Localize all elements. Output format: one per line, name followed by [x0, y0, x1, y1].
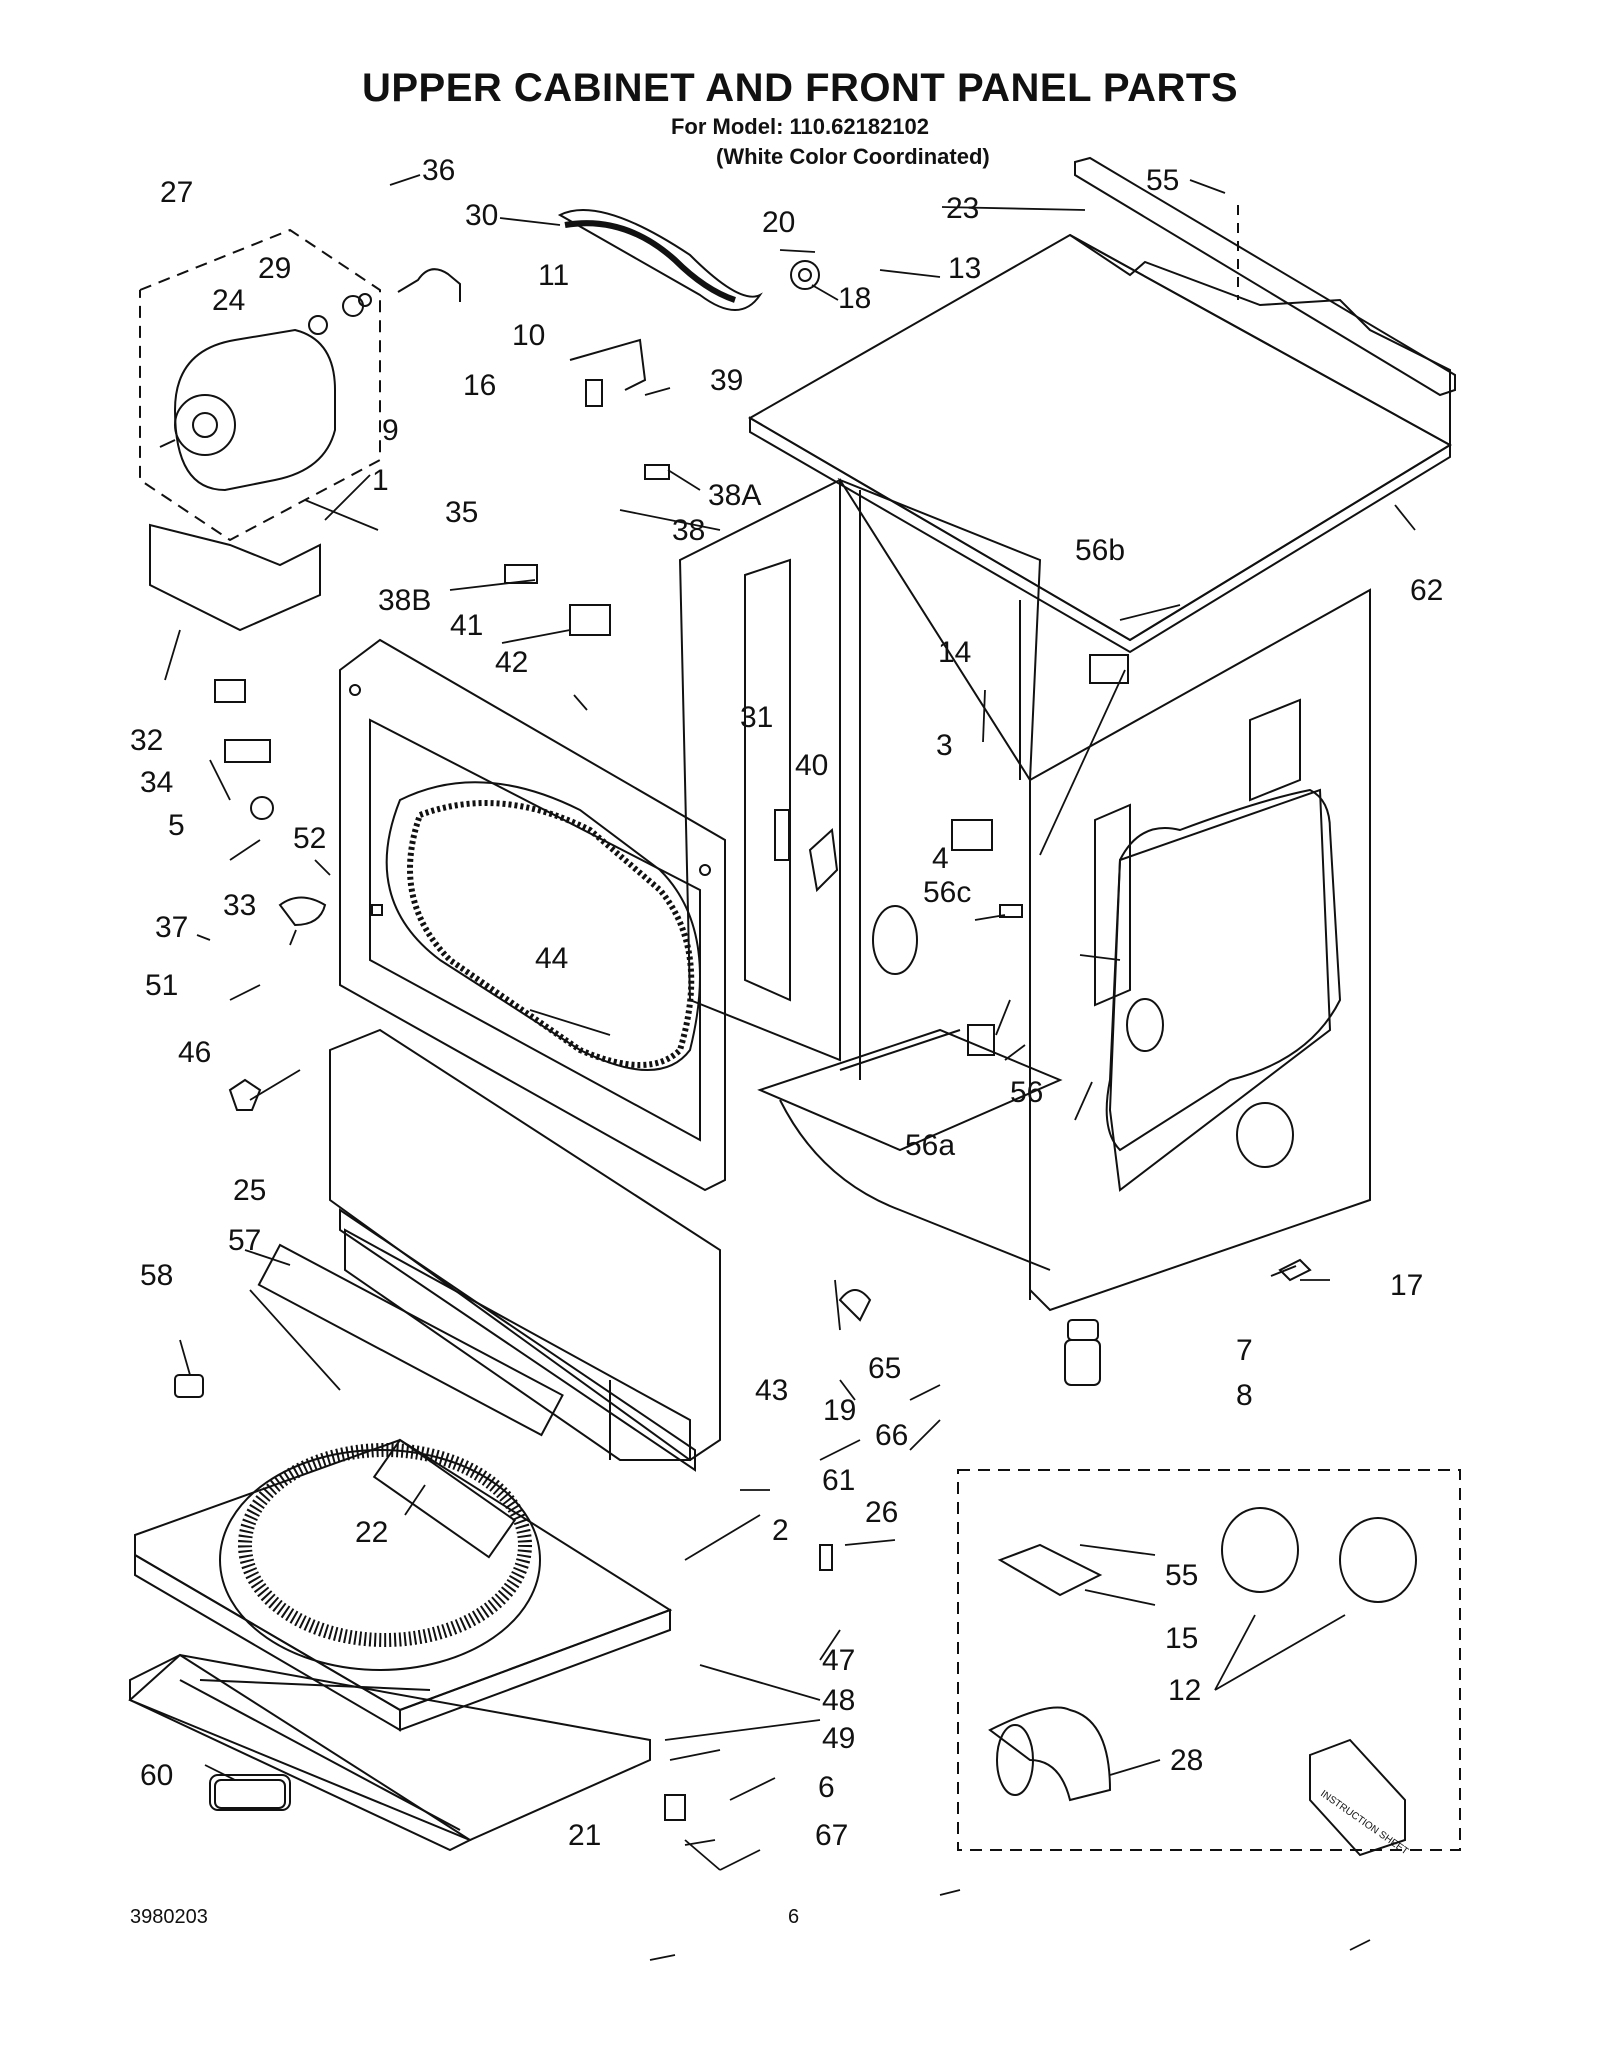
label-56a: 56a — [905, 1129, 955, 1162]
small-parts — [149, 209, 1312, 1821]
label-67: 67 — [815, 1819, 848, 1852]
label-34: 34 — [140, 766, 173, 799]
label-61: 61 — [822, 1464, 855, 1497]
label-23: 23 — [946, 192, 979, 225]
color-note: (White Color Coordinated) — [716, 144, 990, 169]
label-8: 8 — [1236, 1379, 1253, 1412]
label-56: 56 — [1010, 1076, 1043, 1109]
label-37: 37 — [155, 911, 188, 944]
label-32: 32 — [130, 724, 163, 757]
label-1: 1 — [372, 464, 389, 497]
label-25: 25 — [233, 1174, 266, 1207]
label-48: 48 — [822, 1684, 855, 1717]
accessory-kit-box: INSTRUCTION SHEET — [957, 1469, 1461, 1857]
label-35: 35 — [445, 496, 478, 529]
model-number: For Model: 110.62182102 — [670, 114, 930, 139]
label-21: 21 — [568, 1819, 601, 1852]
label-2: 2 — [772, 1514, 789, 1547]
label-57: 57 — [228, 1224, 261, 1257]
page-number: 6 — [788, 1906, 800, 1928]
label-9: 9 — [382, 414, 399, 447]
label-47: 47 — [822, 1644, 855, 1677]
label-18: 18 — [838, 282, 871, 315]
label-62: 62 — [1410, 574, 1443, 607]
label-30: 30 — [465, 199, 498, 232]
page-title: UPPER CABINET AND FRONT PANEL PARTS — [361, 66, 1239, 110]
label-41: 41 — [450, 609, 483, 642]
label-17: 17 — [1390, 1269, 1423, 1302]
label-4: 4 — [932, 842, 949, 875]
label-16: 16 — [463, 369, 496, 402]
document-number: 3980203 — [130, 1906, 208, 1928]
label-46: 46 — [178, 1036, 211, 1069]
label-58: 58 — [140, 1259, 173, 1292]
label-26: 26 — [865, 1496, 898, 1529]
top-panel — [748, 156, 1456, 654]
label-19: 19 — [823, 1394, 856, 1427]
label-51: 51 — [145, 969, 178, 1002]
label-28: 28 — [1170, 1744, 1203, 1777]
label-36: 36 — [422, 154, 455, 187]
label-24: 24 — [212, 284, 245, 317]
label-39: 39 — [710, 364, 743, 397]
label-38: 38 — [672, 514, 705, 547]
label-52: 52 — [293, 822, 326, 855]
label-27: 27 — [160, 176, 193, 209]
base-panel — [128, 1438, 673, 1852]
lower-front-panel — [329, 1028, 721, 1472]
label-38A: 38A — [708, 479, 761, 512]
label-22: 22 — [355, 1516, 388, 1549]
label-12: 12 — [1168, 1674, 1201, 1707]
label-7: 7 — [1236, 1334, 1253, 1367]
label-55-kit: 55 — [1165, 1559, 1198, 1592]
label-33: 33 — [223, 889, 256, 922]
label-56b: 56b — [1075, 534, 1125, 567]
label-55-top: 55 — [1146, 164, 1179, 197]
label-31: 31 — [740, 701, 773, 734]
cabinet — [678, 477, 1371, 1386]
label-49: 49 — [822, 1722, 855, 1755]
motor-assembly-group — [139, 228, 461, 542]
label-11: 11 — [538, 259, 569, 292]
label-29: 29 — [258, 252, 291, 285]
label-56c: 56c — [923, 876, 971, 909]
part-labels: 36 27 30 29 24 11 10 16 9 39 20 18 13 23… — [130, 154, 1443, 1852]
label-65: 65 — [868, 1352, 901, 1385]
leader-lines — [164, 174, 1416, 1961]
label-42: 42 — [495, 646, 528, 679]
label-15: 15 — [1165, 1622, 1198, 1655]
label-20: 20 — [762, 206, 795, 239]
label-5: 5 — [168, 809, 185, 842]
front-panel — [339, 638, 726, 1192]
label-14: 14 — [938, 636, 971, 669]
label-3: 3 — [936, 729, 953, 762]
label-10: 10 — [512, 319, 545, 352]
label-13: 13 — [948, 252, 981, 285]
label-6: 6 — [818, 1771, 835, 1804]
label-40: 40 — [795, 749, 828, 782]
label-44: 44 — [535, 942, 568, 975]
label-60: 60 — [140, 1759, 173, 1792]
label-43: 43 — [755, 1374, 788, 1407]
label-38B: 38B — [378, 584, 431, 617]
label-66: 66 — [875, 1419, 908, 1452]
